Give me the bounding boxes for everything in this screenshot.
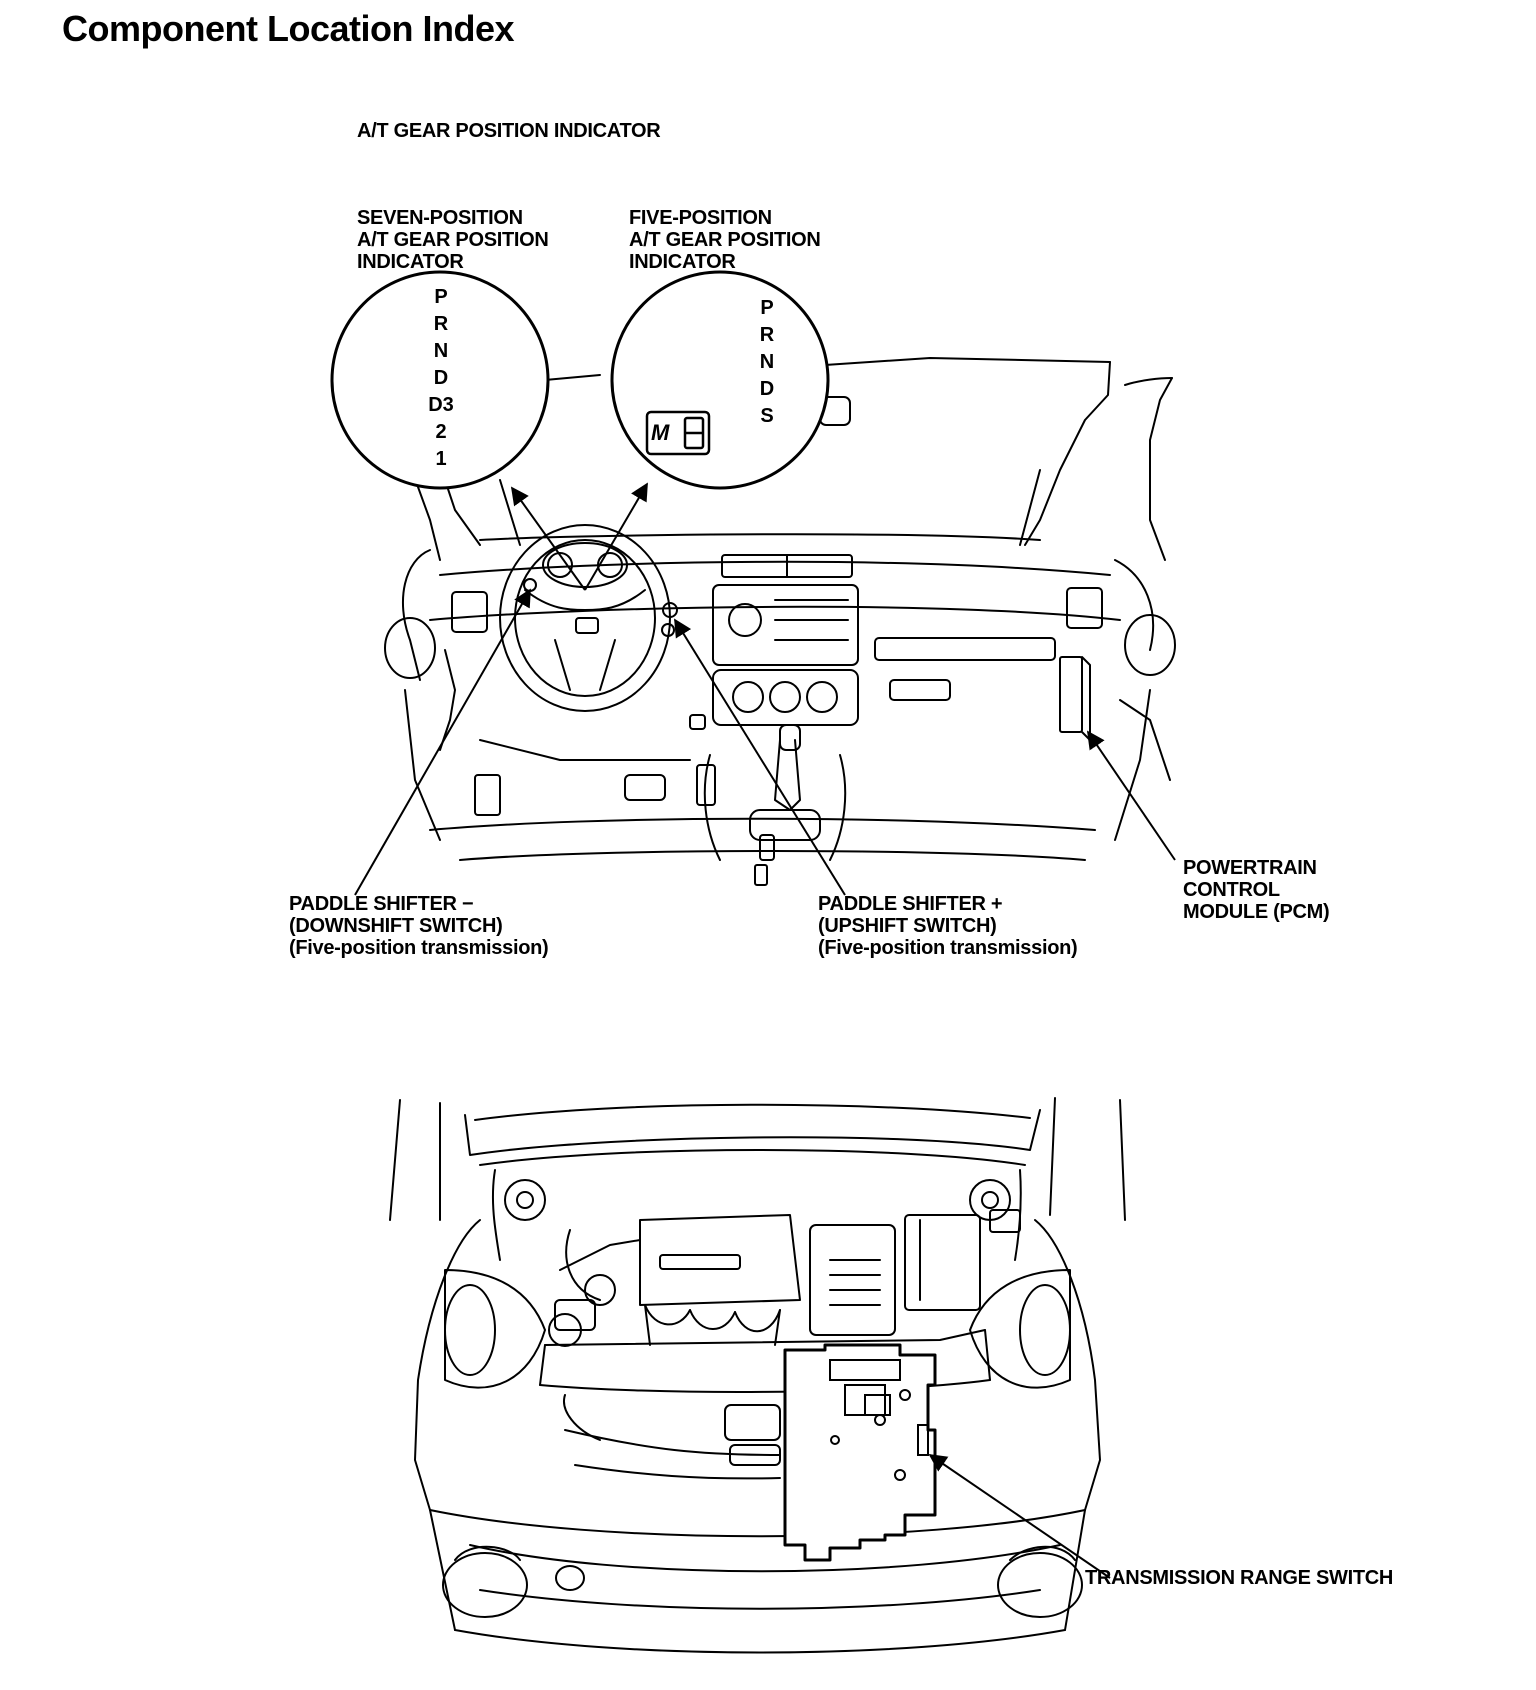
five-position-label: FIVE-POSITION A/T GEAR POSITION INDICATO… xyxy=(629,207,821,273)
leader-pcm xyxy=(1086,730,1176,861)
seven-position-indicator-circle xyxy=(330,270,550,490)
leader-trs xyxy=(928,1453,1111,1579)
transmission-range-switch-label: TRANSMISSION RANGE SWITCH xyxy=(1085,1567,1394,1589)
gear-d: D xyxy=(433,367,449,389)
pcm-label: POWERTRAIN CONTROL MODULE (PCM) xyxy=(1183,857,1330,923)
gear-d3: D3 xyxy=(428,394,454,416)
leader-lines-interior xyxy=(354,482,1176,896)
leader-paddle-minus xyxy=(354,588,531,896)
arrow-seven-indicator xyxy=(510,486,586,591)
engine-bay-illustration xyxy=(389,1097,1126,1654)
gear-2: 2 xyxy=(435,421,447,443)
section-heading: A/T GEAR POSITION INDICATOR xyxy=(357,120,661,142)
gear-1: 1 xyxy=(435,448,447,470)
manual-mode-display xyxy=(645,410,711,456)
gear-r: R xyxy=(433,313,449,335)
seven-position-gear-list: P R N D D3 2 1 xyxy=(421,284,461,473)
gear-n: N xyxy=(759,351,775,373)
transmission-details xyxy=(829,1359,929,1481)
five-position-gear-list: P R N D S xyxy=(747,295,787,430)
manual-mode-badge-letter: M xyxy=(651,420,670,445)
paddle-shifter-minus-label: PADDLE SHIFTER − (DOWNSHIFT SWITCH) (Fiv… xyxy=(289,893,549,959)
gear-p: P xyxy=(760,297,774,319)
gear-p: P xyxy=(434,286,448,308)
gear-n: N xyxy=(433,340,449,362)
seven-position-label: SEVEN-POSITION A/T GEAR POSITION INDICAT… xyxy=(357,207,549,273)
leader-paddle-plus xyxy=(674,618,846,896)
five-position-indicator-circle xyxy=(610,270,830,490)
page-title: Component Location Index xyxy=(62,8,515,49)
gear-r: R xyxy=(759,324,775,346)
arrow-five-indicator xyxy=(584,482,648,591)
paddle-shifter-plus-label: PADDLE SHIFTER + (UPSHIFT SWITCH) (Five-… xyxy=(818,893,1078,959)
transmission-housing xyxy=(783,1343,937,1562)
gear-d: D xyxy=(759,378,775,400)
gear-s: S xyxy=(760,405,774,427)
